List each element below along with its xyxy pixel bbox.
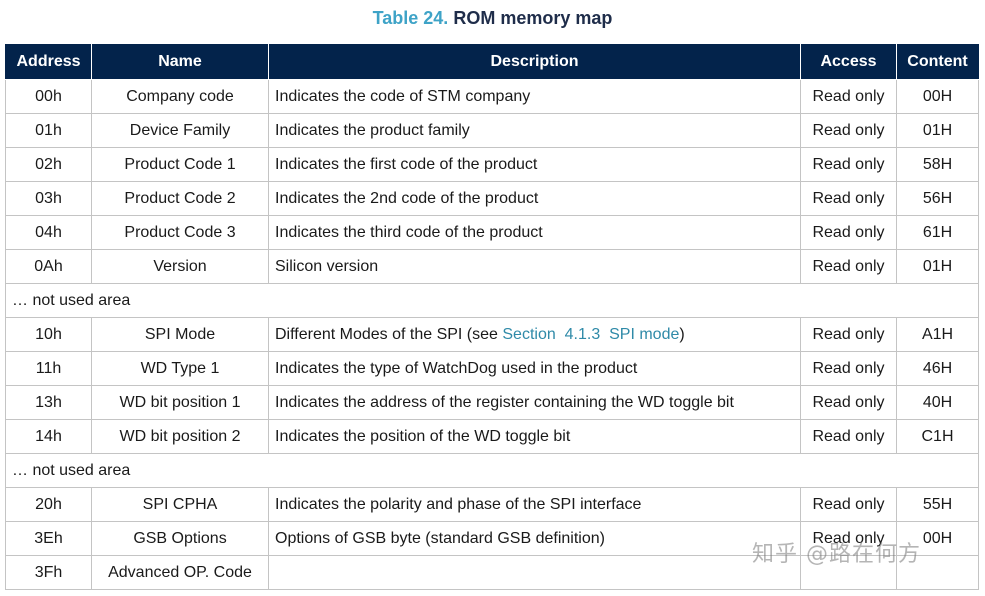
not-used-area-row: … not used area — [5, 453, 979, 488]
description-cell: Indicates the 2nd code of the product — [268, 181, 801, 216]
address-cell: 01h — [5, 113, 92, 148]
access-cell: Read only — [800, 351, 897, 386]
description-cell: Indicates the address of the register co… — [268, 385, 801, 420]
section-link[interactable]: Section 4.1.3 SPI mode — [502, 325, 680, 343]
header-name: Name — [91, 44, 269, 80]
description-cell: Indicates the third code of the product — [268, 215, 801, 250]
content-cell: C1H — [896, 419, 979, 454]
address-cell: 20h — [5, 487, 92, 522]
name-cell: Product Code 3 — [91, 215, 269, 250]
name-cell: WD Type 1 — [91, 351, 269, 386]
content-cell: 61H — [896, 215, 979, 250]
name-cell: Device Family — [91, 113, 269, 148]
access-cell: Read only — [800, 215, 897, 250]
name-cell: GSB Options — [91, 521, 269, 556]
address-cell: 10h — [5, 317, 92, 352]
description-cell: Indicates the type of WatchDog used in t… — [268, 351, 801, 386]
name-cell: WD bit position 1 — [91, 385, 269, 420]
name-cell: Advanced OP. Code — [91, 555, 269, 590]
name-cell: Product Code 1 — [91, 147, 269, 182]
description-cell: Indicates the code of STM company — [268, 79, 801, 114]
name-cell: Version — [91, 249, 269, 284]
description-cell: Indicates the position of the WD toggle … — [268, 419, 801, 454]
content-cell — [896, 555, 979, 590]
access-cell: Read only — [800, 113, 897, 148]
content-cell: 40H — [896, 385, 979, 420]
header-description: Description — [268, 44, 801, 80]
content-cell: 00H — [896, 79, 979, 114]
not-used-area-label: … not used area — [5, 453, 979, 488]
address-cell: 14h — [5, 419, 92, 454]
table-caption: Table 24. ROM memory map — [0, 6, 985, 30]
description-cell: Different Modes of the SPI (see Section … — [268, 317, 801, 352]
address-cell: 03h — [5, 181, 92, 216]
content-cell: 46H — [896, 351, 979, 386]
description-cell: Indicates the polarity and phase of the … — [268, 487, 801, 522]
address-cell: 3Fh — [5, 555, 92, 590]
header-access: Access — [800, 44, 897, 80]
header-row: Address Name Description Access Content — [5, 44, 979, 80]
description-cell: Options of GSB byte (standard GSB defini… — [268, 521, 801, 556]
access-cell: Read only — [800, 249, 897, 284]
name-cell: WD bit position 2 — [91, 419, 269, 454]
address-cell: 04h — [5, 215, 92, 250]
not-used-area-label: … not used area — [5, 283, 979, 318]
description-text: Different Modes of the SPI (see — [275, 325, 503, 343]
address-cell: 13h — [5, 385, 92, 420]
description-cell: Indicates the product family — [268, 113, 801, 148]
content-cell: 01H — [896, 113, 979, 148]
name-cell: Company code — [91, 79, 269, 114]
header-content: Content — [896, 44, 979, 80]
access-cell: Read only — [800, 79, 897, 114]
address-cell: 11h — [5, 351, 92, 386]
address-cell: 00h — [5, 79, 92, 114]
content-cell: 56H — [896, 181, 979, 216]
access-cell: Read only — [800, 521, 897, 556]
access-cell: Read only — [800, 385, 897, 420]
table-number: Table 24. — [372, 8, 449, 28]
access-cell: Read only — [800, 147, 897, 182]
table-title: ROM memory map — [453, 8, 613, 28]
description-suffix: ) — [679, 325, 685, 343]
content-cell: 58H — [896, 147, 979, 182]
name-cell: SPI Mode — [91, 317, 269, 352]
description-cell — [268, 555, 801, 590]
header-address: Address — [5, 44, 92, 80]
access-cell: Read only — [800, 317, 897, 352]
content-cell: 01H — [896, 249, 979, 284]
content-cell: 00H — [896, 521, 979, 556]
name-cell: SPI CPHA — [91, 487, 269, 522]
address-cell: 3Eh — [5, 521, 92, 556]
rom-memory-map-table: Address Name Description Access Content … — [5, 44, 979, 590]
description-cell: Silicon version — [268, 249, 801, 284]
address-cell: 02h — [5, 147, 92, 182]
name-cell: Product Code 2 — [91, 181, 269, 216]
access-cell: Read only — [800, 487, 897, 522]
not-used-area-row: … not used area — [5, 283, 979, 318]
content-cell: A1H — [896, 317, 979, 352]
address-cell: 0Ah — [5, 249, 92, 284]
description-cell: Indicates the first code of the product — [268, 147, 801, 182]
access-cell: Read only — [800, 181, 897, 216]
access-cell: Read only — [800, 419, 897, 454]
watermark: 知乎 @路在何方 — [752, 542, 921, 567]
content-cell: 55H — [896, 487, 979, 522]
